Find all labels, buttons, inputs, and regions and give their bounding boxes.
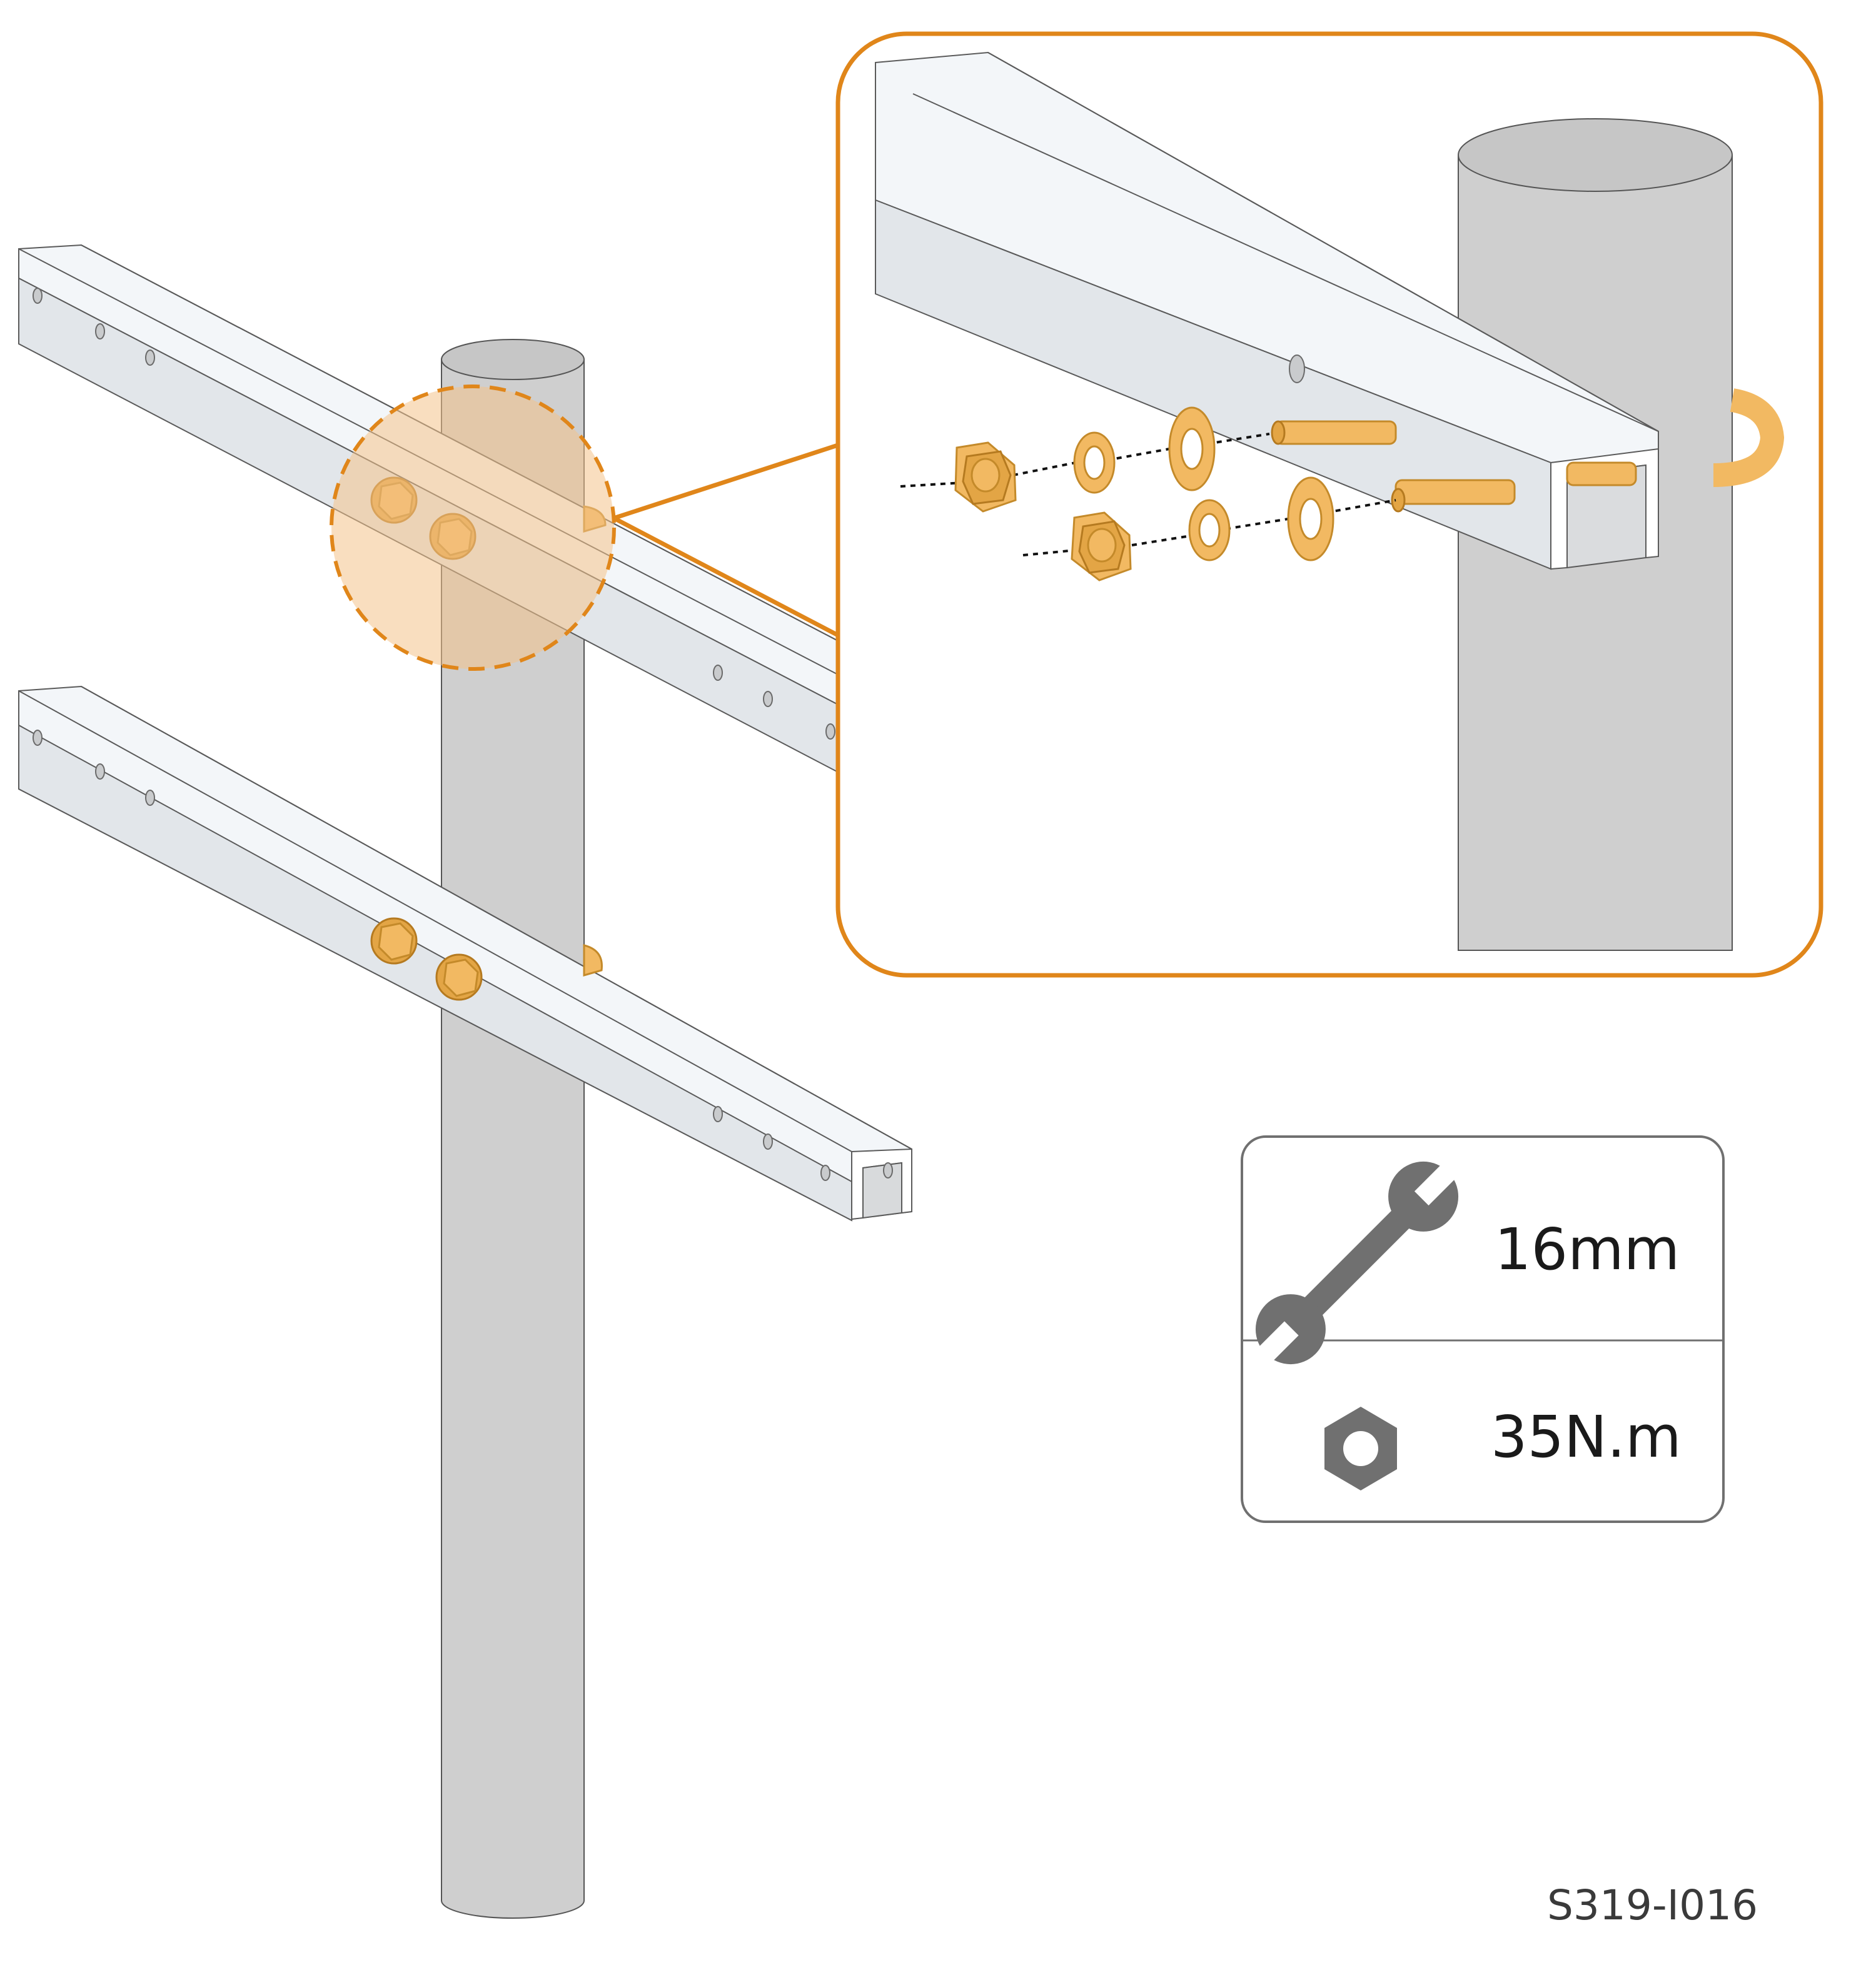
hex-nut-icon xyxy=(1324,1407,1397,1490)
lower-rail xyxy=(18,685,912,1222)
lower-nut-right xyxy=(435,953,483,1001)
main-pole xyxy=(441,339,585,1919)
wrench-icon xyxy=(1249,1155,1465,1371)
callout-connector-top xyxy=(614,375,840,520)
spec-panel: 16mm 35N.m xyxy=(1241,1135,1725,1523)
lower-ubolt-tip xyxy=(583,944,603,977)
figure-reference: S319-I016 xyxy=(1547,1881,1758,1929)
wrench-size-label: 16mm xyxy=(1495,1216,1680,1283)
detail-highlight-circle xyxy=(330,384,616,671)
torque-label: 35N.m xyxy=(1491,1404,1682,1470)
detail-callout-box xyxy=(835,31,1823,978)
lower-nut-left xyxy=(370,917,418,965)
